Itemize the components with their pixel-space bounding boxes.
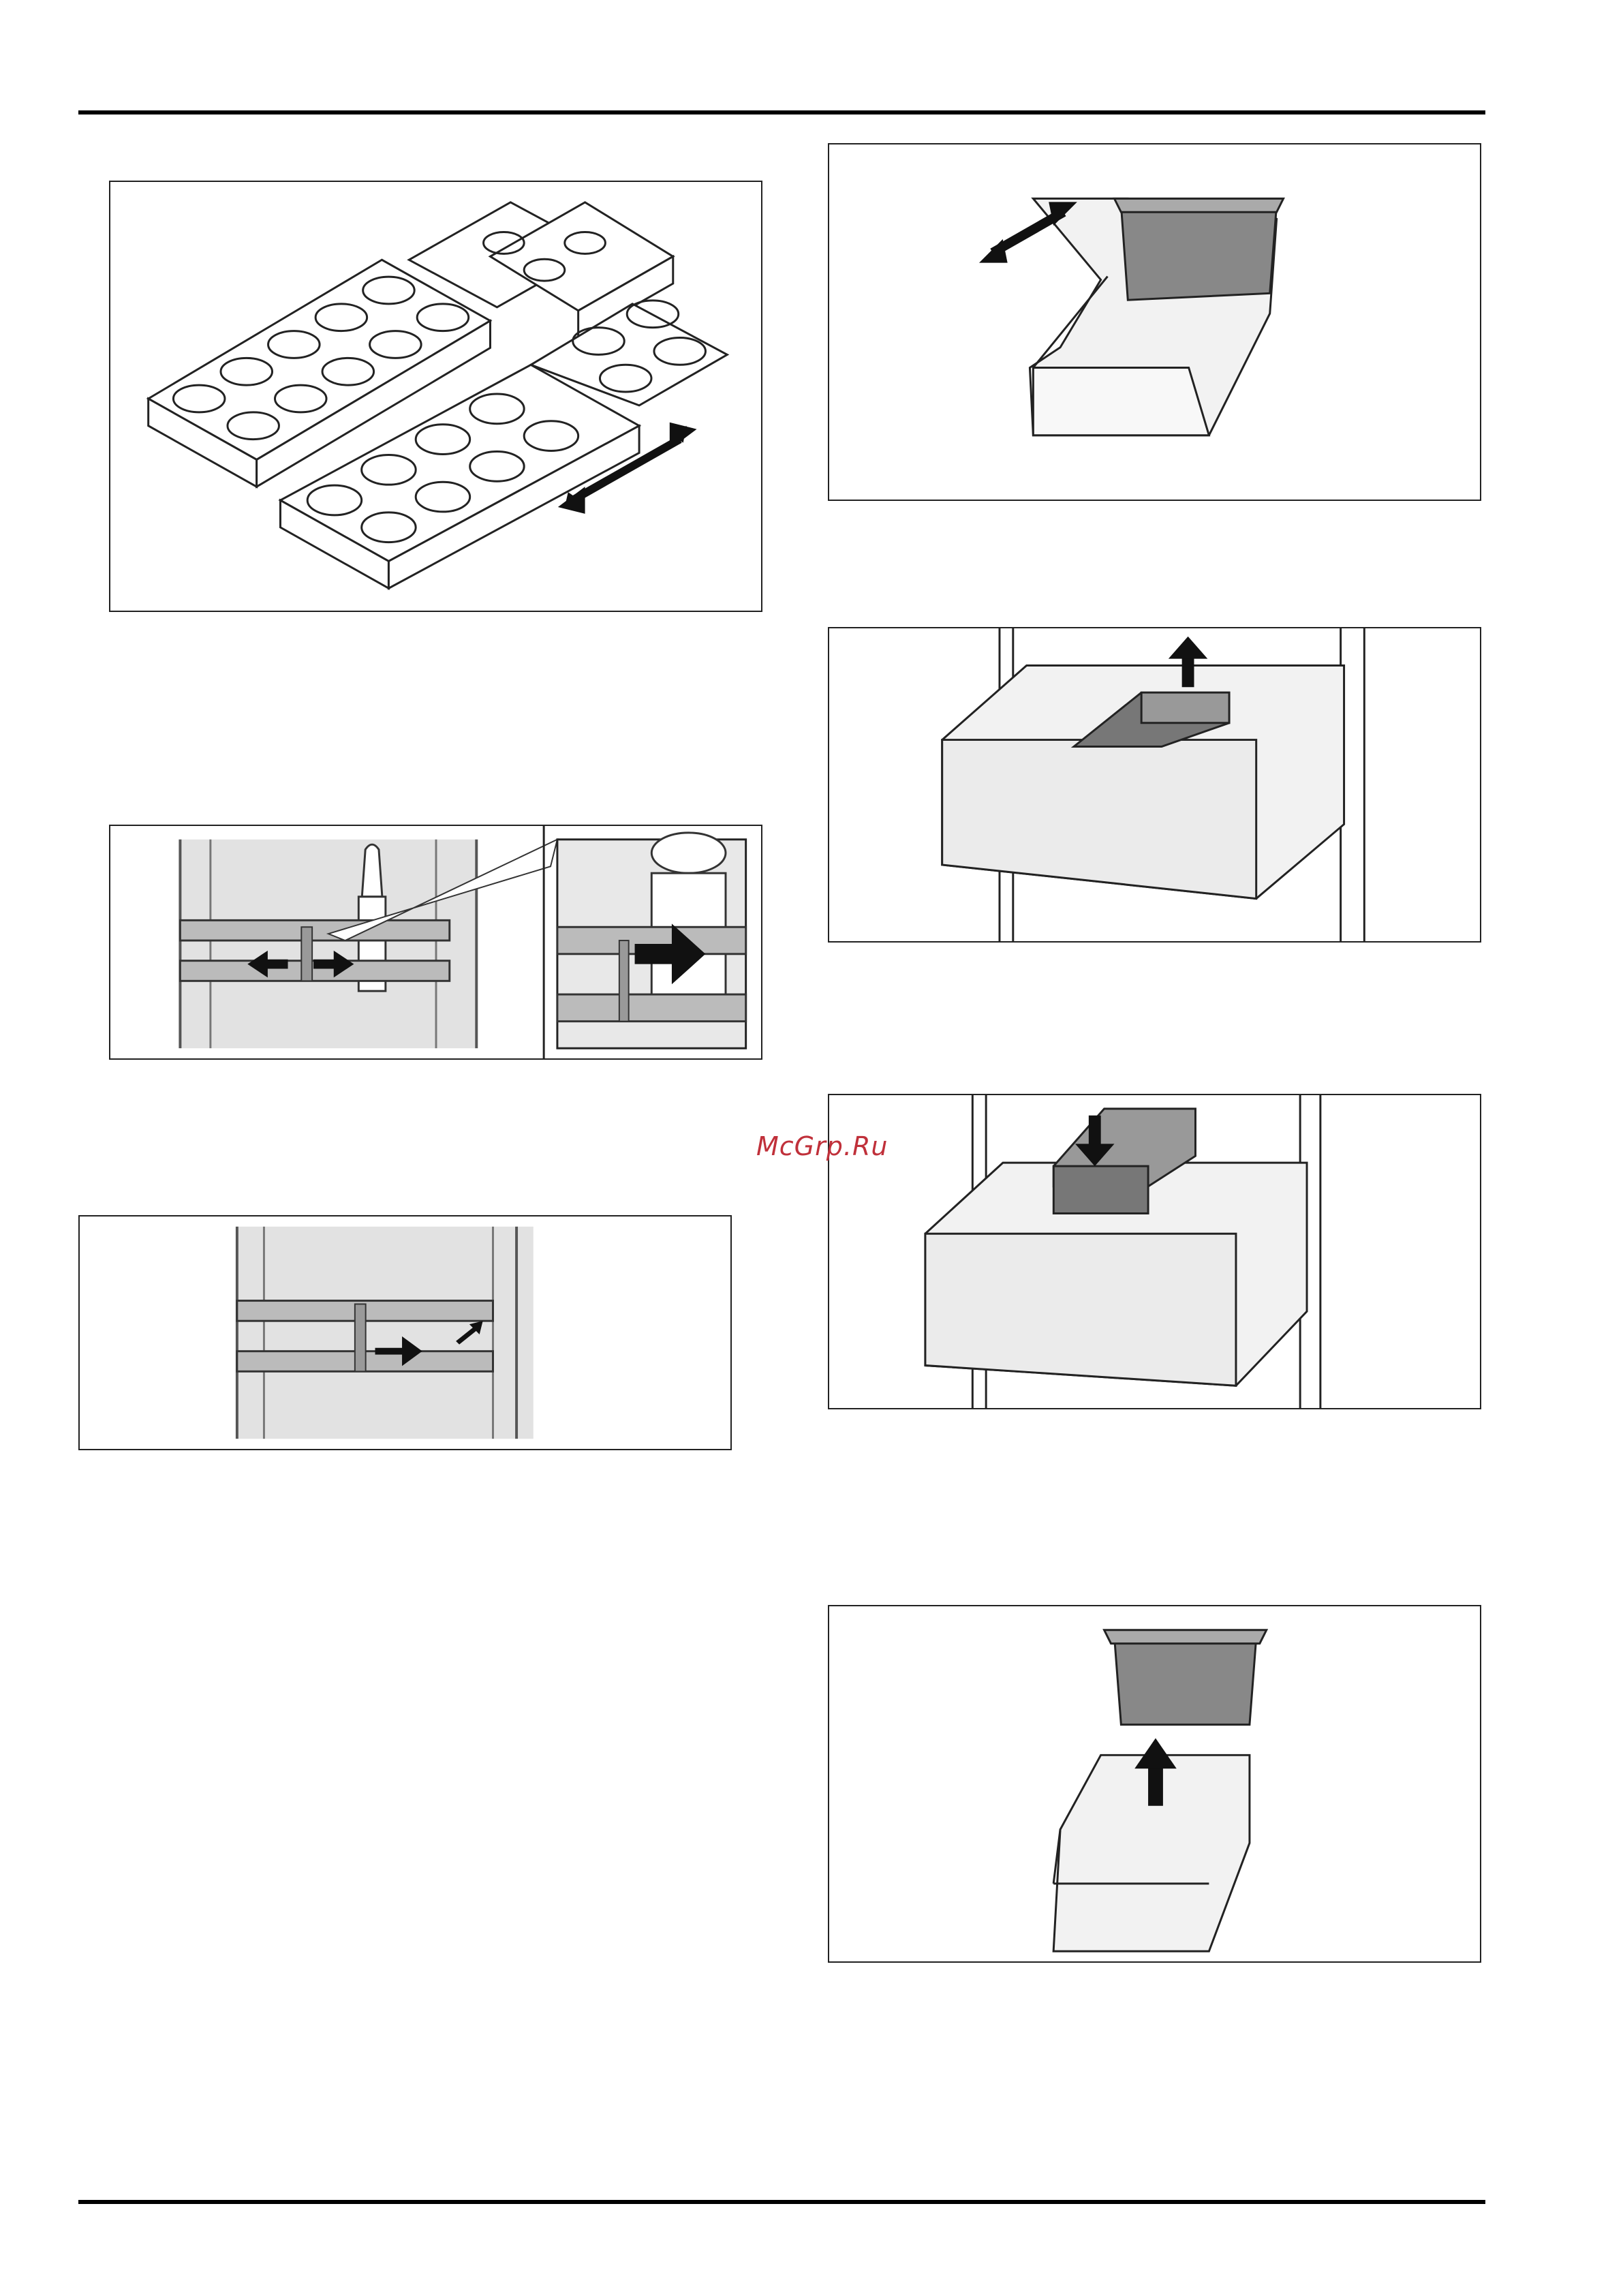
bin-insert-illustration-icon: [829, 1606, 1480, 1961]
bin-insert-figure: [828, 143, 1481, 501]
footer-rule: [78, 2200, 1485, 2204]
watermark-text: McGrp.Ru: [756, 1131, 888, 1161]
header-rule: [78, 110, 1485, 114]
bottle-holder-slide-figure: [78, 1215, 732, 1450]
egg-tray-figure: [109, 181, 762, 612]
egg-tray-illustration-icon: [110, 182, 761, 611]
drawer-insert-illustration-icon: [829, 1095, 1480, 1408]
door-bottle-holder-illustration-icon: [110, 826, 761, 1058]
door-bin-illustration-icon: [829, 144, 1480, 500]
bottle-holder-figure: [109, 825, 762, 1060]
drawer-insert-illustration-icon: [829, 628, 1480, 941]
drawer-insert-place-figure: [828, 1094, 1481, 1409]
door-shelf-illustration-icon: [80, 1216, 730, 1449]
insert-lift-figure: [828, 1605, 1481, 1963]
drawer-insert-remove-figure: [828, 627, 1481, 943]
